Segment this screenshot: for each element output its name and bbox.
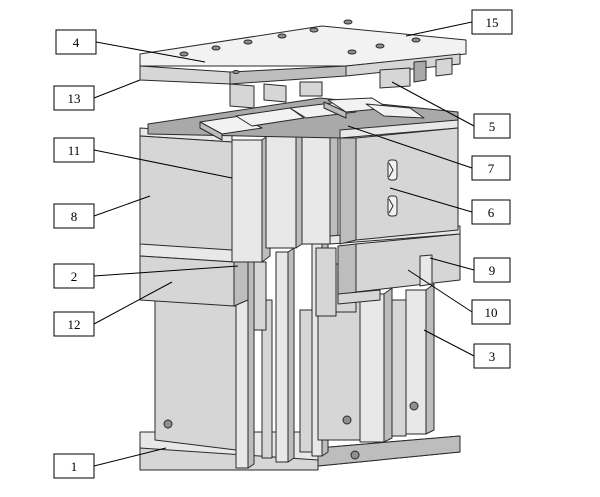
callout-label-1: 1: [71, 459, 78, 474]
callout-9: 9: [473, 257, 511, 283]
callout-3: 3: [473, 343, 511, 369]
callout-12: 12: [53, 311, 95, 337]
callout-8: 8: [53, 203, 95, 229]
callout-4: 4: [55, 29, 97, 55]
callout-5: 5: [473, 113, 511, 139]
callout-6: 6: [471, 199, 511, 225]
callout-label-15: 15: [486, 15, 499, 30]
callout-label-7: 7: [488, 161, 495, 176]
upper-guide-block: [139, 127, 233, 251]
callout-label-10: 10: [485, 305, 498, 320]
front-block: [339, 119, 459, 245]
callout-13: 13: [53, 85, 95, 111]
callout-7: 7: [471, 155, 511, 181]
callout-label-6: 6: [488, 205, 495, 220]
callout-label-12: 12: [68, 317, 81, 332]
callout-label-11: 11: [68, 143, 81, 158]
callout-1: 1: [53, 453, 95, 479]
callout-2: 2: [53, 263, 95, 289]
left-column: [154, 239, 329, 469]
callout-10: 10: [471, 299, 511, 325]
leader-lines: [93, 21, 475, 467]
top-plate: [139, 19, 467, 109]
callout-label-2: 2: [71, 269, 78, 284]
callout-15: 15: [471, 9, 513, 35]
callout-label-3: 3: [489, 349, 496, 364]
callout-11: 11: [53, 137, 95, 163]
callout-label-9: 9: [489, 263, 496, 278]
callout-label-8: 8: [71, 209, 78, 224]
callout-label-13: 13: [68, 91, 81, 106]
callout-label-4: 4: [73, 35, 80, 50]
callout-label-5: 5: [489, 119, 496, 134]
right-column: [317, 283, 435, 443]
